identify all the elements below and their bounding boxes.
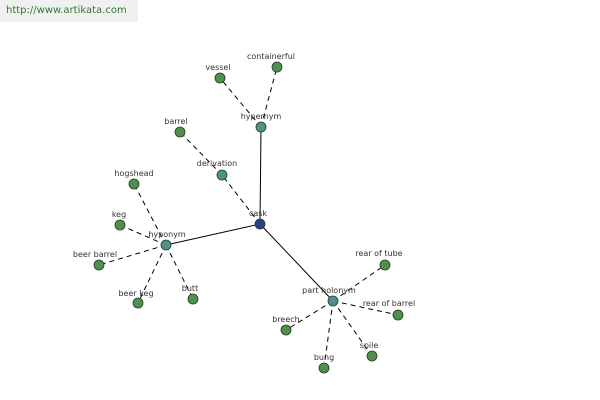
node-label-containerful: containerful — [247, 52, 295, 61]
node-label-rear-of-tube: rear of tube — [355, 249, 402, 258]
node-dot-hyponym[interactable] — [160, 239, 172, 251]
node-breech[interactable]: breech — [272, 315, 300, 336]
edge-derivation-to-barrel — [179, 131, 223, 176]
edge-part-holonym-to-spile — [332, 300, 373, 357]
node-label-hogshead: hogshead — [114, 169, 153, 178]
node-label-butt: butt — [182, 284, 198, 293]
node-dot-part-holonym[interactable] — [327, 295, 339, 307]
edge-cask-to-hypernym — [259, 126, 262, 225]
node-hypernym[interactable]: hypernym — [241, 112, 282, 133]
edge-part-holonym-to-rear-of-tube — [332, 264, 386, 302]
node-derivation[interactable]: derivation — [197, 159, 237, 181]
node-dot-bung[interactable] — [318, 362, 330, 374]
node-bung[interactable]: bung — [314, 353, 334, 374]
node-hogshead[interactable]: hogshead — [114, 169, 154, 190]
edge-hyponym-to-beer-keg — [137, 244, 167, 304]
edge-hyponym-to-beer-barrel — [98, 244, 167, 266]
node-dot-spile[interactable] — [366, 350, 378, 362]
node-keg[interactable]: keg — [112, 210, 126, 231]
edge-hyponym-to-hogshead — [133, 183, 167, 246]
node-label-barrel: barrel — [164, 117, 187, 126]
node-dot-rear-of-tube[interactable] — [379, 259, 391, 271]
node-label-beer-barrel: beer barrel — [73, 250, 117, 259]
node-label-derivation: derivation — [197, 159, 237, 168]
node-label-hyponym: hyponym — [148, 230, 186, 239]
node-label-beer-keg: beer keg — [118, 289, 153, 298]
node-dot-vessel[interactable] — [214, 72, 226, 84]
node-part-holonym[interactable]: part holonym — [302, 286, 356, 307]
node-label-breech: breech — [272, 315, 300, 324]
node-dot-cask[interactable] — [254, 218, 266, 230]
edge-cask-to-part-holonym — [259, 223, 334, 302]
node-cask[interactable]: cask — [249, 209, 267, 230]
node-containerful[interactable]: containerful — [247, 52, 295, 73]
edge-cask-to-derivation — [221, 174, 261, 225]
node-barrel[interactable]: barrel — [164, 117, 188, 138]
edge-part-holonym-to-breech — [285, 300, 334, 331]
node-dot-beer-keg[interactable] — [132, 297, 144, 309]
node-dot-keg[interactable] — [114, 219, 126, 231]
edges-layer — [98, 66, 399, 369]
edge-part-holonym-to-rear-of-barrel — [332, 300, 399, 316]
node-label-keg: keg — [112, 210, 126, 219]
edge-hypernym-to-vessel — [219, 77, 262, 128]
node-butt[interactable]: butt — [182, 284, 199, 305]
node-label-rear-of-barrel: rear of barrel — [363, 299, 415, 308]
node-dot-hogshead[interactable] — [128, 178, 140, 190]
node-label-cask: cask — [249, 209, 267, 218]
node-dot-containerful[interactable] — [271, 61, 283, 73]
node-beer-barrel[interactable]: beer barrel — [73, 250, 117, 271]
site-url-watermark[interactable]: http://www.artikata.com — [0, 0, 138, 22]
edge-part-holonym-to-bung — [323, 300, 334, 369]
node-rear-of-barrel[interactable]: rear of barrel — [363, 299, 415, 321]
node-label-spile: spile — [360, 341, 379, 350]
node-dot-rear-of-barrel[interactable] — [392, 309, 404, 321]
node-spile[interactable]: spile — [360, 341, 379, 362]
node-vessel[interactable]: vessel — [205, 63, 231, 84]
node-dot-barrel[interactable] — [174, 126, 186, 138]
node-label-hypernym: hypernym — [241, 112, 282, 121]
node-hyponym[interactable]: hyponym — [148, 230, 186, 251]
node-rear-of-tube[interactable]: rear of tube — [355, 249, 403, 271]
nodes-layer: cask hypernym derivation hyponym part holony… — [73, 52, 415, 374]
node-dot-beer-barrel[interactable] — [93, 259, 105, 271]
node-dot-breech[interactable] — [280, 324, 292, 336]
node-label-part-holonym: part holonym — [302, 286, 356, 295]
node-label-vessel: vessel — [205, 63, 230, 72]
edge-hyponym-to-butt — [165, 244, 194, 300]
node-dot-hypernym[interactable] — [255, 121, 267, 133]
node-dot-derivation[interactable] — [216, 169, 228, 181]
edge-cask-to-hyponym — [165, 223, 261, 246]
node-beer-keg[interactable]: beer keg — [118, 289, 154, 309]
node-label-bung: bung — [314, 353, 334, 362]
node-dot-butt[interactable] — [187, 293, 199, 305]
edge-hypernym-to-containerful — [260, 66, 278, 128]
